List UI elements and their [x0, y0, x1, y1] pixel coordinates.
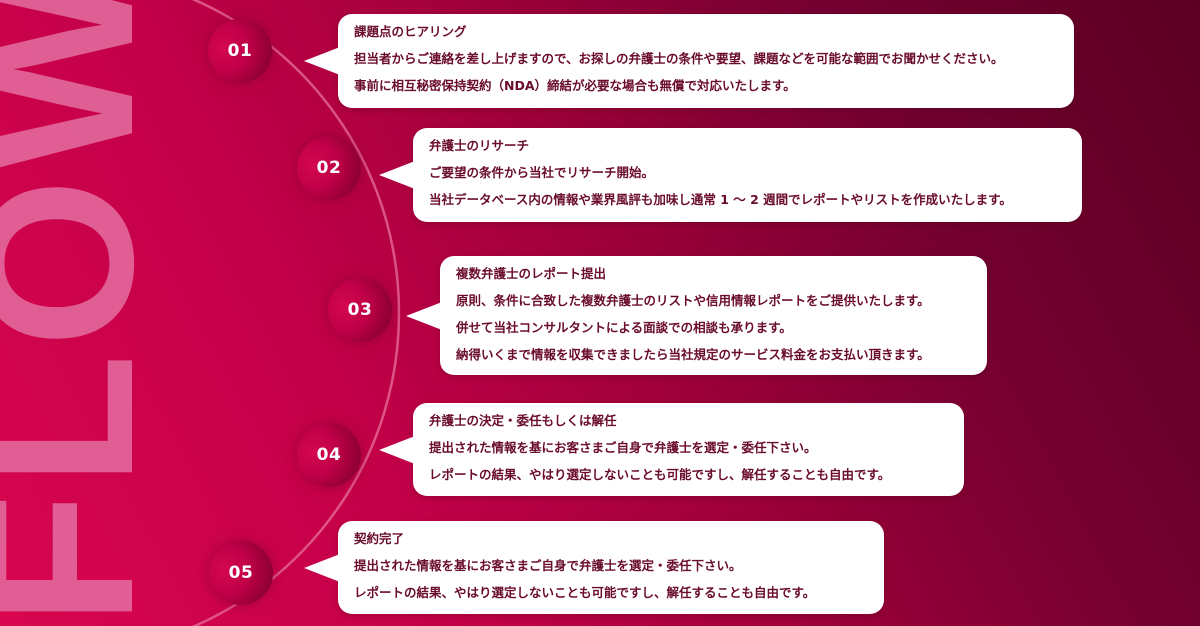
step-line: 併せて当社コンサルタントによる面談での相談も承ります。: [456, 320, 792, 335]
bubble-tail: [406, 301, 442, 330]
step-number-circle-05: 05: [209, 541, 273, 605]
step-number: 03: [347, 300, 373, 320]
step-number-circle-01: 01: [208, 19, 272, 83]
step-number: 04: [316, 445, 342, 465]
bubble-tail: [379, 435, 415, 464]
step-bubble-01: 課題点のヒアリング 担当者からご連絡を差し上げますので、お探しの弁護士の条件や要…: [304, 14, 1074, 108]
step-line: 納得いくまで情報を収集できましたら当社規定のサービス料金をお支払い頂きます。: [456, 347, 930, 362]
step-number: 05: [228, 563, 254, 583]
step-line: 提出された情報を基にお客さまご自身で弁護士を選定・委任下さい。: [429, 440, 817, 455]
step-line: 事前に相互秘密保持契約（NDA）締結が必要な場合も無償で対応いたします。: [354, 78, 796, 93]
step-line: レポートの結果、やはり選定しないことも可能ですし、解任することも自由です。: [354, 585, 816, 600]
bubble-tail: [304, 553, 340, 582]
step-line: 当社データベース内の情報や業界風評も加味し通常 1 ～ 2 週間でレポートやリス…: [429, 192, 1012, 207]
step-title: 課題点のヒアリング: [354, 24, 467, 39]
step-number-circle-03: 03: [328, 278, 392, 342]
step-bubble-03: 複数弁護士のレポート提出 原則、条件に合致した複数弁護士のリストや信用情報レポー…: [406, 256, 987, 375]
step-bubble-02: 弁護士のリサーチ ご要望の条件から当社でリサーチ開始。 当社データベース内の情報…: [379, 128, 1082, 222]
step-number-circle-02: 02: [297, 136, 361, 200]
step-number-circle-04: 04: [297, 423, 361, 487]
step-title: 複数弁護士のレポート提出: [456, 266, 607, 281]
step-line: 担当者からご連絡を差し上げますので、お探しの弁護士の条件や要望、課題などを可能な…: [354, 51, 1004, 66]
step-line: レポートの結果、やはり選定しないことも可能ですし、解任することも自由です。: [429, 467, 891, 482]
step-title: 弁護士のリサーチ: [429, 138, 530, 153]
step-number: 01: [227, 41, 253, 61]
bubble-tail: [304, 47, 340, 75]
step-number: 02: [316, 158, 342, 178]
step-title: 契約完了: [354, 531, 405, 546]
step-line: 提出された情報を基にお客さまご自身で弁護士を選定・委任下さい。: [354, 558, 742, 573]
step-line: ご要望の条件から当社でリサーチ開始。: [429, 165, 655, 180]
step-bubble-04: 弁護士の決定・委任もしくは解任 提出された情報を基にお客さまご自身で弁護士を選定…: [379, 403, 964, 496]
step-bubble-05: 契約完了 提出された情報を基にお客さまご自身で弁護士を選定・委任下さい。 レポー…: [304, 521, 884, 614]
step-title: 弁護士の決定・委任もしくは解任: [429, 413, 617, 428]
step-line: 原則、条件に合致した複数弁護士のリストや信用情報レポートをご提供いたします。: [456, 293, 930, 308]
bubble-tail: [379, 161, 415, 189]
